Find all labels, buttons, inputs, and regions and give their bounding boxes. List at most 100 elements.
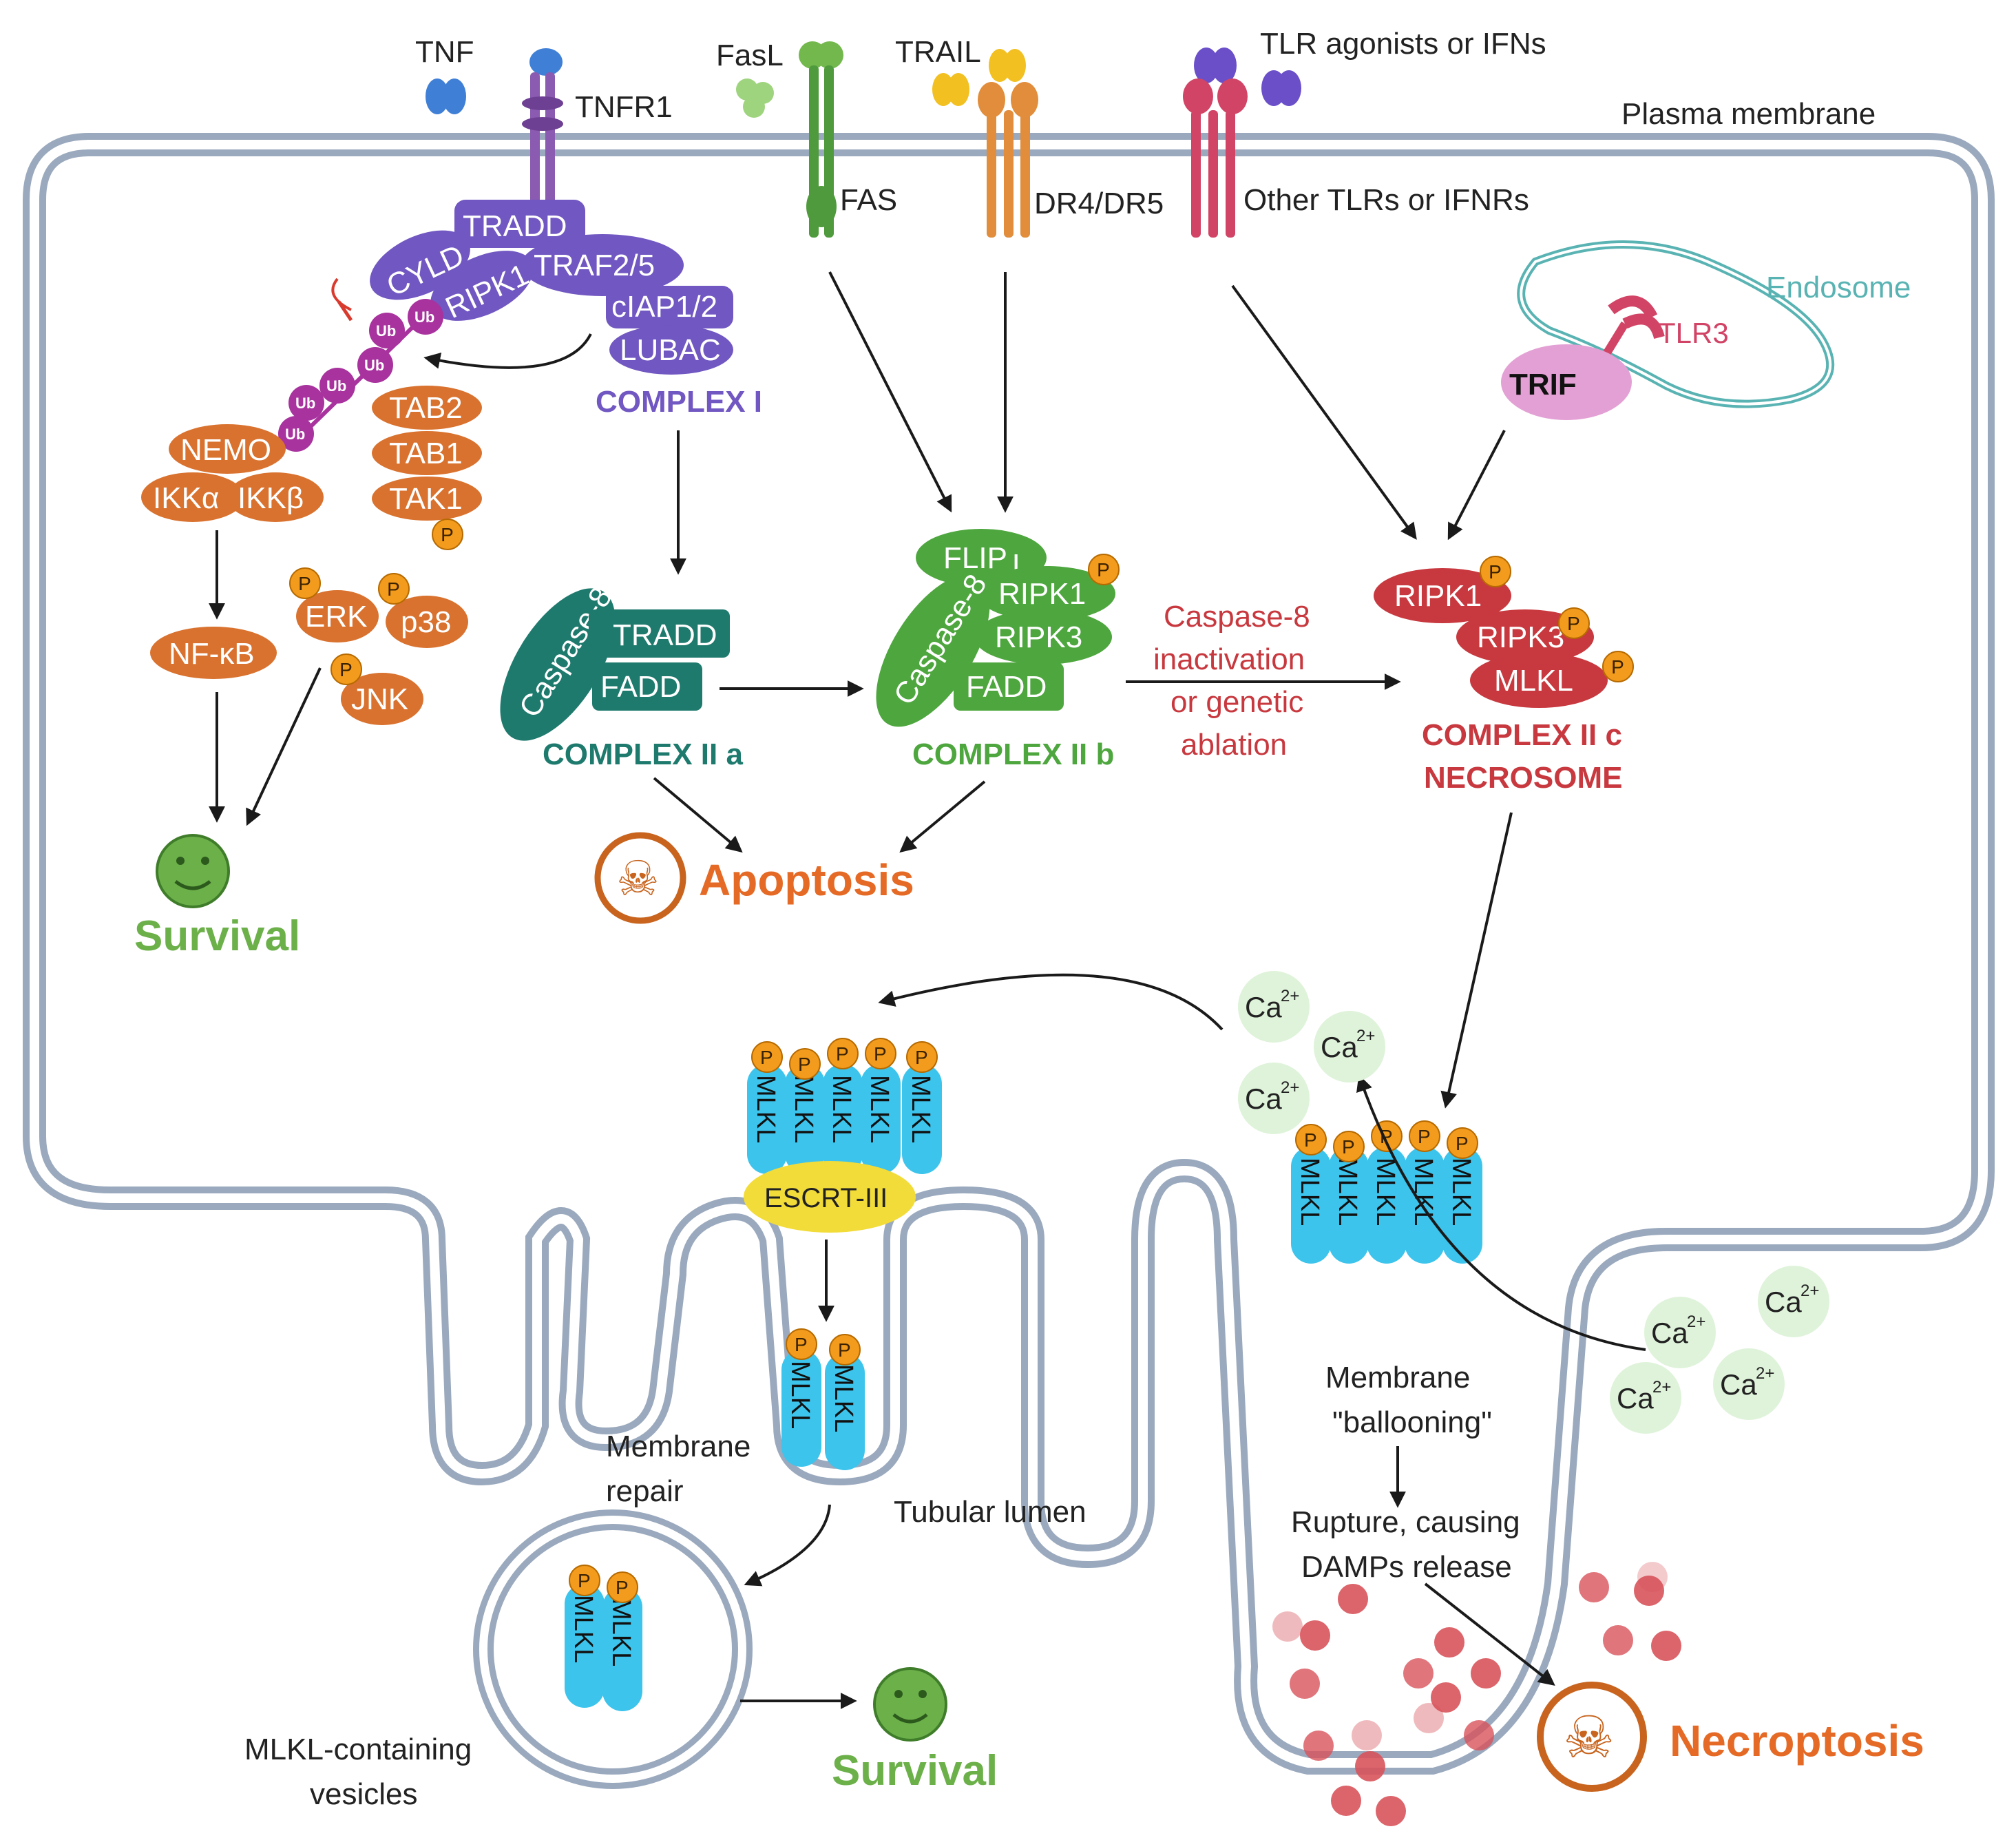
complex-iic-necrosome: RIPK1 RIPK3 MLKL COMPLEX II c NECROSOME <box>1374 568 1622 795</box>
damp-particle <box>1464 1720 1494 1750</box>
svg-text:Ca: Ca <box>1245 991 1282 1023</box>
svg-text:2+: 2+ <box>1800 1282 1819 1300</box>
svg-text:P: P <box>1611 656 1624 678</box>
phospho-p-badge: P <box>432 519 463 550</box>
tlr-agonists-label: TLR agonists or IFNs <box>1260 27 1546 61</box>
complex-iic-title: COMPLEX II c <box>1422 718 1622 752</box>
svg-text:MLKL: MLKL <box>1447 1158 1476 1226</box>
svg-text:MLKL: MLKL <box>827 1075 856 1143</box>
phospho-p-badge: P <box>1088 554 1120 585</box>
ripk1-node-iib <box>978 566 1115 621</box>
svg-text:P: P <box>578 1570 591 1591</box>
svg-text:P: P <box>795 1334 808 1355</box>
svg-text:P: P <box>760 1047 773 1068</box>
damp-particle <box>1579 1572 1609 1602</box>
calcium-ion: Ca2+ <box>1758 1266 1829 1337</box>
ub-bead-6: Ub <box>278 416 314 452</box>
phospho-p-badge: P <box>1409 1120 1440 1152</box>
necrosome-title: NECROSOME <box>1424 761 1622 795</box>
tradd-node-iia <box>589 609 730 658</box>
casp-inactivation-line4: ablation <box>1181 728 1287 762</box>
membrane-repair-line2: repair <box>606 1474 684 1508</box>
damp-particle <box>1637 1562 1668 1592</box>
damps-particles <box>1272 1562 1681 1826</box>
svg-text:MLKL: MLKL <box>865 1075 894 1143</box>
tlr-agonist-ligand <box>1194 48 1301 106</box>
calcium-influx-arrow <box>1356 1074 1646 1351</box>
dr4-dr5-label: DR4/DR5 <box>1034 187 1164 220</box>
svg-text:Ca: Ca <box>1245 1083 1282 1115</box>
escrt-node <box>744 1161 916 1233</box>
trif-label: TRIF <box>1509 368 1577 401</box>
svg-text:Ca: Ca <box>1617 1382 1654 1414</box>
fas-receptor <box>799 41 843 238</box>
complex-iib: FLIP L RIPK1 RIPK3 Caspase-8 FADD COMPLE… <box>876 529 1115 771</box>
nemo-node <box>169 424 286 474</box>
ikk-complex: NEMO IKKα IKKβ <box>141 424 324 522</box>
damp-particle <box>1300 1620 1330 1651</box>
tnfr1-label: TNFR1 <box>575 90 673 124</box>
svg-text:P: P <box>836 1043 849 1065</box>
mlkl-unit: MLKL P <box>861 1038 901 1174</box>
svg-text:2+: 2+ <box>1652 1378 1671 1397</box>
svg-text:Ca: Ca <box>1765 1286 1802 1318</box>
necrosome-to-pore-arrow <box>1440 812 1513 1109</box>
complex-iib-title: COMPLEX II b <box>912 738 1114 771</box>
damp-particle <box>1651 1631 1681 1661</box>
ripk1-label-iib: RIPK1 <box>998 577 1086 611</box>
svg-text:Ub: Ub <box>364 357 384 374</box>
svg-text:Ub: Ub <box>376 322 396 339</box>
svg-text:2+: 2+ <box>1356 1027 1375 1045</box>
ripk3-node-iib <box>974 609 1112 665</box>
fadd-node-iia <box>592 662 702 711</box>
phospho-p-badge: P <box>330 654 362 685</box>
survival-smiley-icon <box>156 834 230 908</box>
vesicles-line2: vesicles <box>310 1777 418 1811</box>
trif-to-iic-arrow <box>1447 430 1506 541</box>
svg-text:P: P <box>298 573 311 594</box>
svg-text:Ub: Ub <box>285 426 305 443</box>
casp-inactivation-line2: inactivation <box>1153 642 1305 676</box>
mlkl-vesicle <box>473 1509 753 1789</box>
damp-particle <box>1376 1796 1406 1826</box>
ikka-node <box>141 472 244 522</box>
damp-particle <box>1634 1576 1664 1606</box>
svg-text:P: P <box>1342 1136 1355 1158</box>
tab-tak-complex: TAB2 TAB1 TAK1 <box>372 386 482 521</box>
svg-text:2+: 2+ <box>1281 1078 1299 1097</box>
iia-to-apoptosis-arrow <box>653 777 743 853</box>
phospho-p-badge: P <box>289 567 321 599</box>
phospho-p-badge: P <box>865 1038 896 1069</box>
erk-node <box>296 590 379 642</box>
svg-text:2+: 2+ <box>1281 987 1299 1005</box>
phospho-p-badge: P <box>827 1038 859 1069</box>
rupture-line1: Rupture, causing <box>1291 1505 1520 1539</box>
calcium-ion: Ca2+ <box>1238 1063 1310 1134</box>
mlkl-unit: MLKL P <box>823 1038 863 1174</box>
ub-bead-3: Ub <box>357 347 393 383</box>
tnfr1-receptor <box>522 48 563 210</box>
ub-bead-1: Ub <box>408 299 443 335</box>
phospho-p-badge: P <box>786 1328 817 1360</box>
damp-particle <box>1290 1669 1320 1699</box>
svg-text:MLKL: MLKL <box>786 1361 815 1429</box>
svg-text:Ub: Ub <box>414 309 434 326</box>
nfkb-node <box>150 627 277 679</box>
svg-text:☠: ☠ <box>616 852 660 906</box>
ikkb-node <box>227 472 324 522</box>
svg-text:2+: 2+ <box>1687 1313 1705 1331</box>
fadd-node-iib <box>954 662 1064 711</box>
escrt-label: ESCRT-III <box>764 1183 888 1213</box>
damp-particle <box>1303 1731 1334 1761</box>
ripk1-node <box>430 251 534 321</box>
svg-text:P: P <box>1097 559 1110 581</box>
